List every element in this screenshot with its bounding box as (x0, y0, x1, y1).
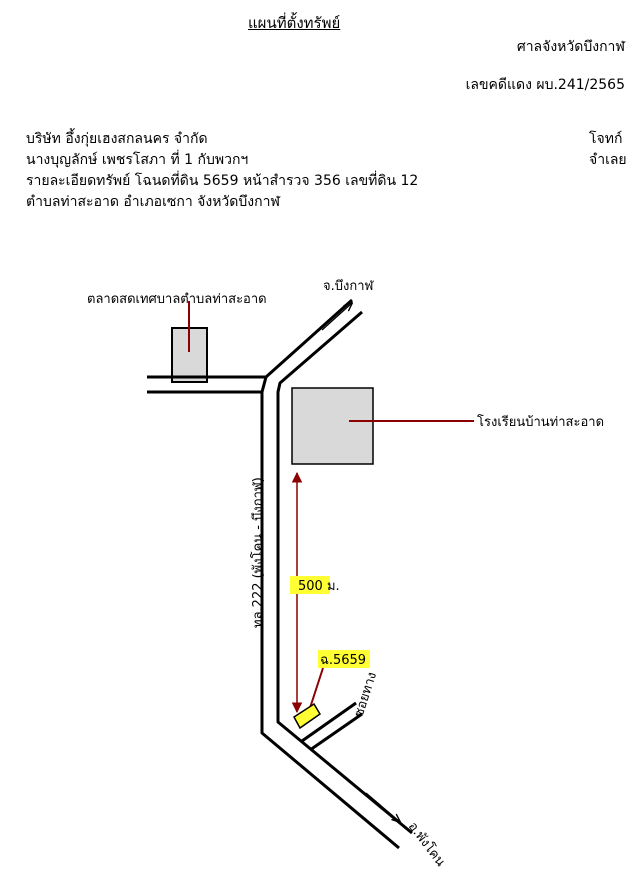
side-road (147, 375, 266, 394)
parcel-label: ฉ.5659 (320, 653, 366, 668)
alley-label: ซอยทาง (352, 670, 381, 719)
to-bueng-kan-label: จ.บึงกาฬ (323, 279, 375, 294)
highway-label: ทล.222 (พังโคน - บึงกาฬ) (250, 477, 266, 628)
school-building (291, 387, 374, 465)
case-number: เลขคดีแดง ผบ.241/2565 (465, 77, 625, 93)
distance-highlight (290, 576, 330, 594)
to-phang-khon-label: อ.พังโคน (405, 819, 449, 870)
page-title: แผนที่ตั้งทรัพย์ (248, 14, 341, 32)
property-location: ตำบลท่าสะอาด อำเภอเซกา จังหวัดบึงกาฬ (26, 194, 281, 210)
direction-arrow-south (365, 792, 400, 822)
court-name: ศาลจังหวัดบึงกาฬ (516, 39, 625, 55)
plaintiff-role: โจทก์ (589, 131, 623, 147)
alley-road (301, 701, 363, 752)
plaintiff-name: บริษัท อึ้งกุ่ยเฮงสกลนคร จำกัด (26, 131, 208, 147)
market-label: ตลาดสดเทศบาลตำบลท่าสะอาด (87, 292, 267, 307)
property-detail: รายละเอียดทรัพย์ โฉนดที่ดิน 5659 หน้าสำร… (26, 173, 419, 189)
highway-road (260, 298, 413, 850)
defendant-name: นางบุญลักษ์ เพชรโสภา ที่ 1 กับพวกฯ (26, 152, 249, 168)
parcel-highlight (318, 650, 370, 668)
direction-arrow-north (321, 303, 352, 331)
parcel-marker (293, 702, 322, 730)
school-label: โรงเรียนบ้านท่าสะอาด (477, 414, 604, 430)
parcel-pointer (308, 667, 324, 712)
distance-label: 500 ม. (298, 579, 340, 594)
defendant-role: จำเลย (589, 152, 627, 168)
